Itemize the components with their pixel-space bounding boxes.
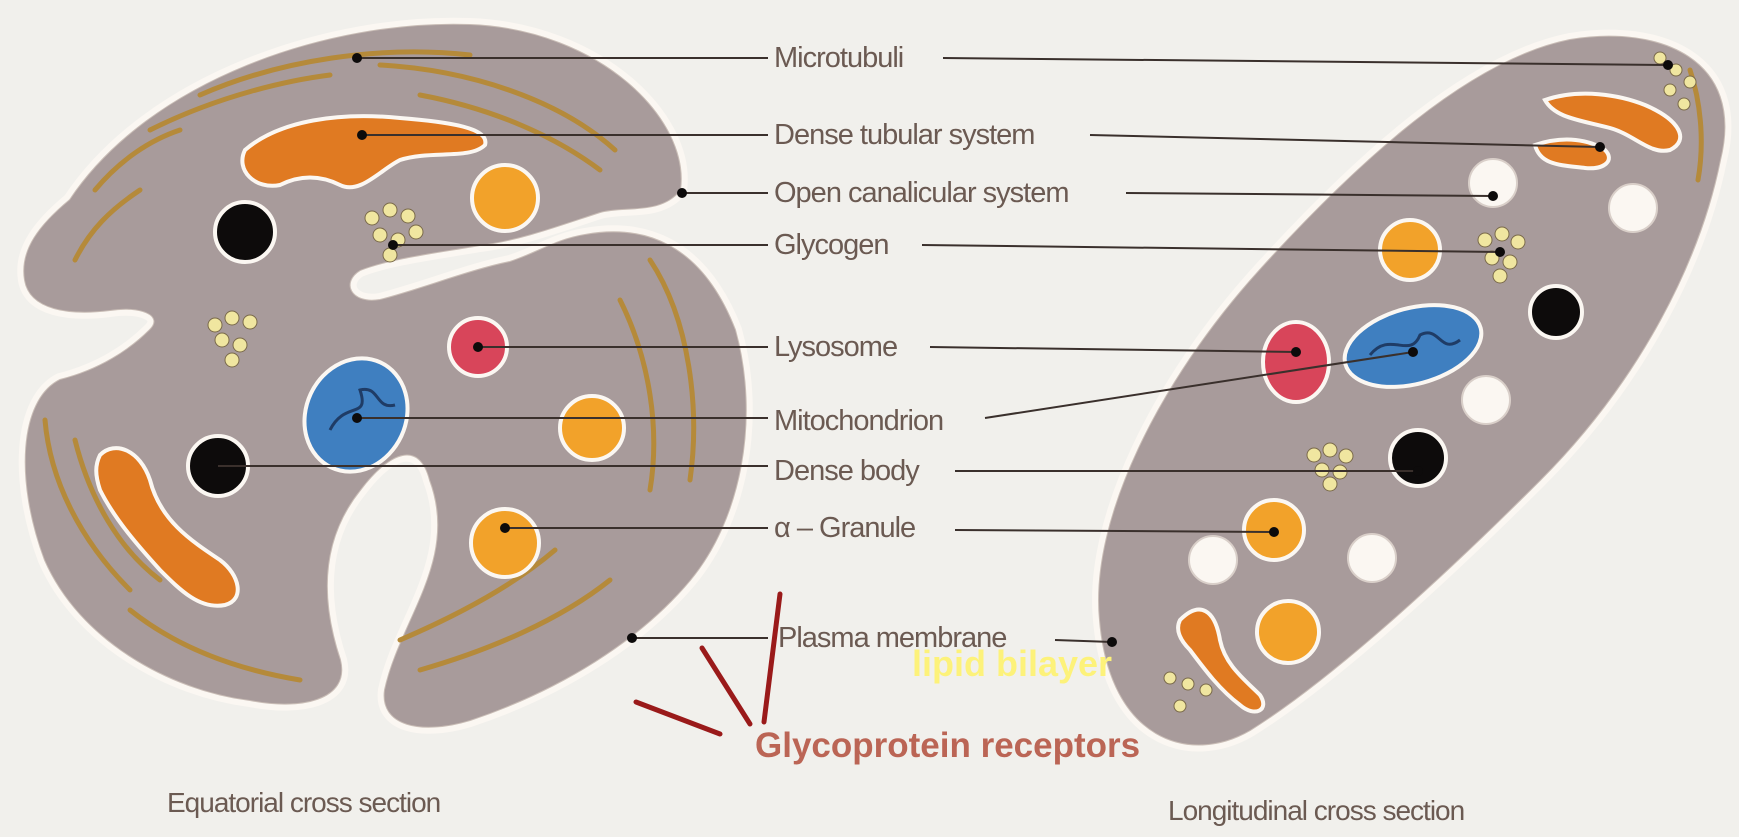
annotation-glycoprotein-receptors: Glycoprotein receptors bbox=[755, 728, 1140, 763]
label-lysosome: Lysosome bbox=[774, 333, 897, 362]
label-mitochondrion: Mitochondrion bbox=[774, 407, 943, 436]
label-microtubuli: Microtubuli bbox=[774, 44, 903, 73]
label-dense-body: Dense body bbox=[774, 457, 919, 486]
caption-longitudinal: Longitudinal cross section bbox=[1168, 797, 1464, 825]
annotation-lipid-bilayer: lipid bilayer bbox=[912, 646, 1112, 682]
label-dense-tubular-system: Dense tubular system bbox=[774, 121, 1034, 150]
label-open-canalicular-system: Open canalicular system bbox=[774, 179, 1069, 208]
caption-equatorial: Equatorial cross section bbox=[167, 789, 440, 817]
label-glycogen: Glycogen bbox=[774, 231, 889, 260]
label-alpha-granule: α – Granule bbox=[774, 514, 915, 543]
